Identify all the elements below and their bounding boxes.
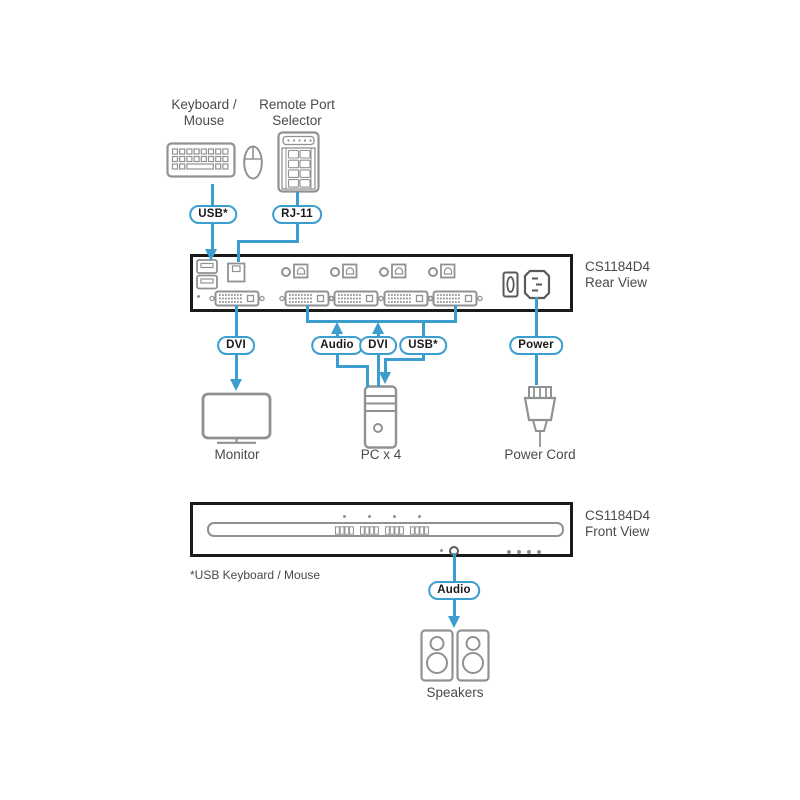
ground-screw-dot — [197, 295, 200, 298]
audio-jack-icon — [428, 267, 438, 277]
rj11-connector-badge: RJ-11 — [272, 205, 322, 224]
usb-pc-line — [383, 358, 425, 361]
led-dot-icon — [507, 550, 511, 554]
mic-dot-icon — [440, 549, 443, 552]
usb-footnote: *USB Keyboard / Mouse — [190, 568, 321, 582]
rear-panel — [190, 254, 573, 312]
audio-jack-icon — [379, 267, 389, 277]
usb-pc-line — [421, 351, 425, 361]
pc-tower-icon — [363, 385, 399, 449]
audio-jack-icon — [330, 267, 340, 277]
usb-b-port-icon — [391, 263, 407, 279]
remote-port-selector-icon — [277, 131, 320, 193]
led-dot-icon — [527, 550, 531, 554]
port-led-icon — [393, 515, 396, 518]
usb-connector-badge: USB* — [189, 205, 237, 224]
usb-console-ports-icon — [196, 259, 218, 290]
port-led-icon — [368, 515, 371, 518]
led-dot-icon — [517, 550, 521, 554]
dvi-up-arrow-icon — [371, 322, 384, 334]
audio-up-arrow-icon — [330, 322, 343, 334]
usb-pc-line — [383, 358, 387, 372]
audio-speaker-line — [452, 553, 456, 584]
front-view-label: CS1184D4 Front View — [585, 508, 651, 539]
rj11-jack-icon — [227, 262, 246, 283]
audio-speaker-arrow-icon — [447, 616, 460, 628]
usb-cable-arrow-icon — [205, 249, 217, 261]
dvi-monitor-line — [234, 305, 238, 337]
pc-bracket-line — [305, 320, 457, 323]
power-inlet-icon — [523, 269, 551, 300]
power-switch-icon — [502, 271, 519, 298]
dvi-pc-line — [376, 332, 380, 338]
keyboard-mouse-label: Keyboard / Mouse — [171, 97, 237, 128]
usb-pc-line — [421, 322, 425, 338]
mouse-icon — [243, 145, 263, 180]
power-cord-icon — [520, 384, 560, 448]
audio-pc-line — [365, 365, 369, 387]
power-line — [534, 351, 538, 385]
power-connector-badge: Power — [509, 336, 563, 355]
dvi-monitor-line — [234, 351, 238, 379]
usb-b-port-icon — [440, 263, 456, 279]
audio-pc-line — [335, 351, 339, 368]
remote-port-selector-label: Remote Port Selector — [259, 97, 335, 128]
audio-pc-line — [335, 365, 369, 368]
audio-jack-icon — [281, 267, 291, 277]
dvi-pc-line — [376, 351, 380, 387]
usb-connector-badge: USB* — [399, 336, 447, 355]
keyboard-icon — [166, 142, 236, 178]
speakers-label: Speakers — [426, 685, 484, 700]
dvi-monitor-arrow-icon — [229, 379, 242, 391]
dvi-port-icon — [378, 290, 434, 307]
audio-connector-badge: Audio — [428, 581, 480, 600]
port-select-buttons-icon — [360, 526, 379, 535]
port-select-buttons-icon — [410, 526, 429, 535]
dvi-connector-badge: DVI — [217, 336, 255, 355]
dvi-connector-badge: DVI — [359, 336, 397, 355]
audio-pc-line — [335, 332, 339, 338]
pc-label: PC x 4 — [360, 447, 402, 462]
rj11-cable-line — [236, 240, 299, 243]
usb-pc-arrow-icon — [378, 372, 391, 384]
audio-connector-badge: Audio — [311, 336, 363, 355]
rj11-cable-line — [236, 240, 240, 262]
rear-view-label: CS1184D4 Rear View — [585, 259, 651, 290]
dvi-console-port-icon — [209, 290, 265, 307]
monitor-label: Monitor — [214, 447, 260, 462]
speaker-icon — [456, 629, 490, 682]
front-bezel — [207, 522, 564, 537]
pc-bracket-line — [453, 305, 457, 322]
port-select-buttons-icon — [385, 526, 404, 535]
usb-b-port-icon — [342, 263, 358, 279]
usb-b-port-icon — [293, 263, 309, 279]
port-led-icon — [343, 515, 346, 518]
led-dot-icon — [537, 550, 541, 554]
speaker-icon — [420, 629, 454, 682]
power-line — [534, 297, 538, 338]
pc-bracket-line — [305, 305, 309, 322]
front-panel — [190, 502, 573, 557]
dvi-port-icon — [328, 290, 384, 307]
audio-speaker-line — [452, 599, 456, 617]
port-select-buttons-icon — [335, 526, 354, 535]
port-led-icon — [418, 515, 421, 518]
power-cord-label: Power Cord — [504, 447, 576, 462]
monitor-icon — [201, 392, 273, 445]
